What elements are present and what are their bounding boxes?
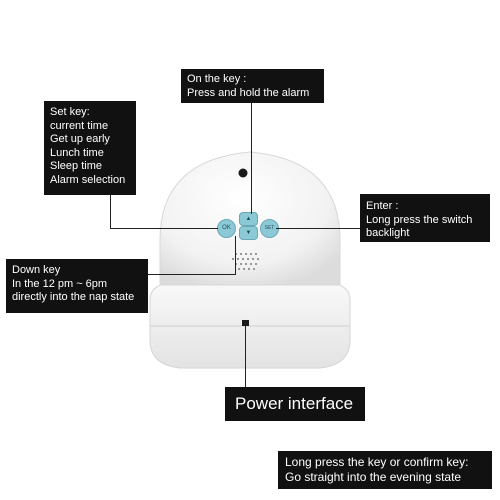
long-press-callout: Long press the key or confirm key: Go st… (278, 451, 492, 489)
set-key-line: Alarm selection (50, 173, 126, 186)
connector-down-key-h (148, 274, 236, 275)
connector-enter (276, 228, 360, 229)
long-press-line: Go straight into the evening state (285, 470, 462, 484)
set-key-callout: Set key: current time Get up early Lunch… (44, 101, 136, 195)
enter-key-callout: Enter : Long press the switch backlight (360, 194, 490, 242)
set-key-line: Sleep time (50, 160, 102, 172)
ok-button[interactable]: OK (217, 219, 236, 238)
on-key-line: Press and hold the alarm (187, 86, 310, 99)
sensor-hole-icon (238, 168, 248, 178)
connector-down-key (235, 236, 236, 274)
up-button[interactable]: ▲ (239, 212, 258, 226)
set-key-line: Get up early (50, 133, 110, 145)
down-key-title: Down key (12, 264, 61, 276)
power-interface-label: Power interface (225, 387, 365, 421)
connector-power (245, 326, 246, 387)
long-press-line: Long press the key or confirm key: (285, 455, 469, 469)
set-key-line: Lunch time (50, 146, 104, 159)
set-key-title: Set key: (50, 106, 90, 118)
down-key-line: In the 12 pm ~ 6pm (12, 277, 108, 290)
connector-set-key-h (110, 228, 218, 229)
power-interface-title: Power interface (235, 394, 354, 413)
down-key-line: directly into the nap state (12, 291, 135, 303)
down-button[interactable]: ▼ (239, 226, 258, 240)
connector-on-key (251, 103, 252, 214)
power-port-icon (242, 320, 249, 326)
enter-key-line: backlight (366, 227, 410, 239)
enter-key-title: Enter : (366, 200, 399, 212)
set-key-line: current time (50, 119, 109, 132)
down-key-callout: Down key In the 12 pm ~ 6pm directly int… (6, 259, 148, 313)
on-key-title: On the key : (187, 73, 247, 85)
enter-key-line: Long press the switch (366, 213, 473, 226)
connector-set-key (110, 195, 111, 228)
speaker-grille-icon (232, 253, 259, 270)
on-key-callout: On the key : Press and hold the alarm (181, 69, 324, 103)
